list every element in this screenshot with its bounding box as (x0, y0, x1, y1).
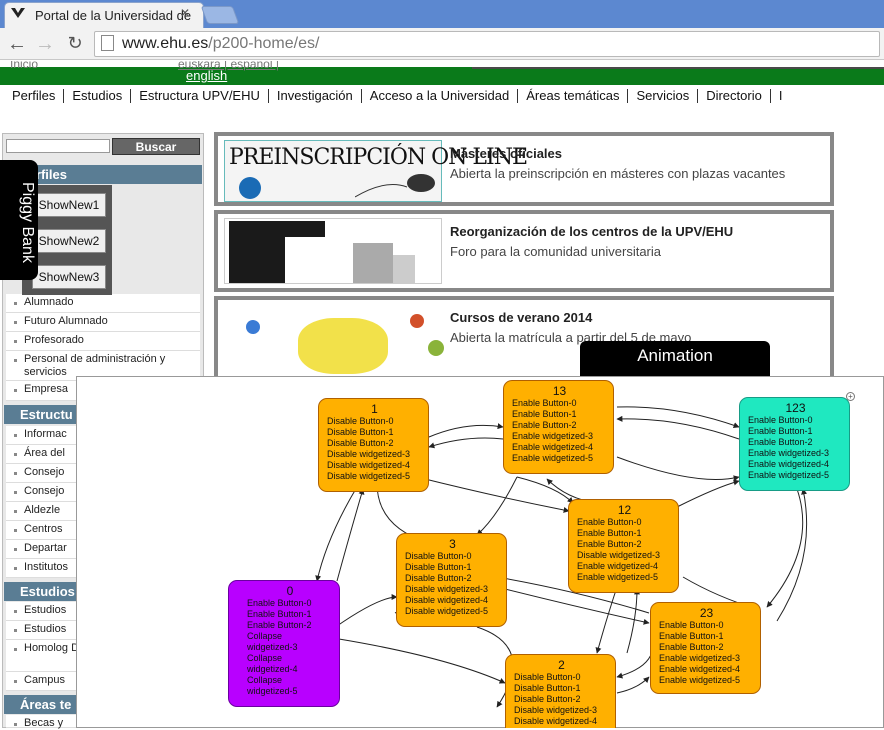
promo-reorganizacion[interactable]: Reorganización de los centros de la UPV/… (214, 210, 834, 292)
language-english[interactable]: english (186, 68, 228, 83)
reload-icon[interactable]: ↻ (67, 33, 83, 53)
nav-acceso[interactable]: Acceso a la Universidad (360, 89, 517, 103)
promo-masteres[interactable]: PREINSCRIPCIÓN ON LINE Másteres oficiale… (214, 132, 834, 206)
promo-title[interactable]: Másteres oficiales (450, 146, 563, 161)
promo-desc: Foro para la comunidad universitaria (450, 244, 661, 259)
nav-perfiles[interactable]: Perfiles (12, 88, 56, 103)
forward-icon[interactable]: → (35, 33, 55, 55)
power-icon (239, 177, 261, 199)
zoom-icon[interactable]: + (846, 392, 855, 401)
promo-title[interactable]: Reorganización de los centros de la UPV/… (450, 224, 734, 239)
animation-tab[interactable]: Animation (580, 341, 770, 377)
pins-image (224, 304, 444, 376)
sidebar-item-alumnado[interactable]: Alumnado (6, 294, 200, 313)
header-top-edge (0, 61, 884, 67)
url-text[interactable]: www.ehu.es/p200-home/es/ (122, 35, 320, 52)
nav-investigacion[interactable]: Investigación (267, 89, 361, 103)
address-bar[interactable] (94, 31, 880, 57)
piggy-bank-tab[interactable] (0, 160, 38, 280)
preinscripcion-banner: PREINSCRIPCIÓN ON LINE (224, 140, 528, 202)
browser-tab[interactable]: Portal de la Universidad de (4, 2, 204, 28)
home-link[interactable]: Inicio (10, 57, 39, 71)
sidebar-item-profesorado[interactable]: Profesorado (6, 332, 200, 351)
language-links[interactable]: euskara | español | (178, 57, 279, 71)
sidebar-item-futuro-alumnado[interactable]: Futuro Alumnado (6, 313, 200, 332)
shownew3-button[interactable]: ShowNew3 (32, 265, 106, 289)
mouse-icon (355, 174, 435, 198)
search-input[interactable] (6, 139, 110, 153)
close-icon[interactable]: ✕ (180, 6, 191, 20)
nav-areas[interactable]: Áreas temáticas (517, 89, 627, 103)
reorganizacion-image (224, 218, 442, 284)
new-tab-button[interactable] (200, 6, 240, 24)
favicon-icon (10, 6, 26, 20)
promo-title[interactable]: Cursos de verano 2014 (450, 310, 593, 325)
shownew1-button[interactable]: ShowNew1 (32, 193, 106, 217)
shownew2-button[interactable]: ShowNew2 (32, 229, 106, 253)
back-icon[interactable]: ← (7, 33, 27, 55)
tab-title: Portal de la Universidad de (35, 8, 192, 23)
promo-cursos-verano[interactable]: Cursos de verano 2014 Abierta la matrícu… (214, 296, 834, 380)
page-icon (101, 35, 114, 51)
nav-estructura[interactable]: Estructura UPV/EHU (130, 89, 268, 103)
nav-servicios[interactable]: Servicios (627, 89, 697, 103)
nav-more[interactable]: I (769, 89, 791, 103)
search-button[interactable]: Buscar (112, 138, 200, 155)
nav-directorio[interactable]: Directorio (697, 89, 770, 103)
piggy-bank-label: Piggy Bank (19, 181, 36, 263)
promo-desc: Abierta la preinscripción en másteres co… (450, 166, 786, 181)
nav-estudios[interactable]: Estudios (63, 89, 130, 103)
